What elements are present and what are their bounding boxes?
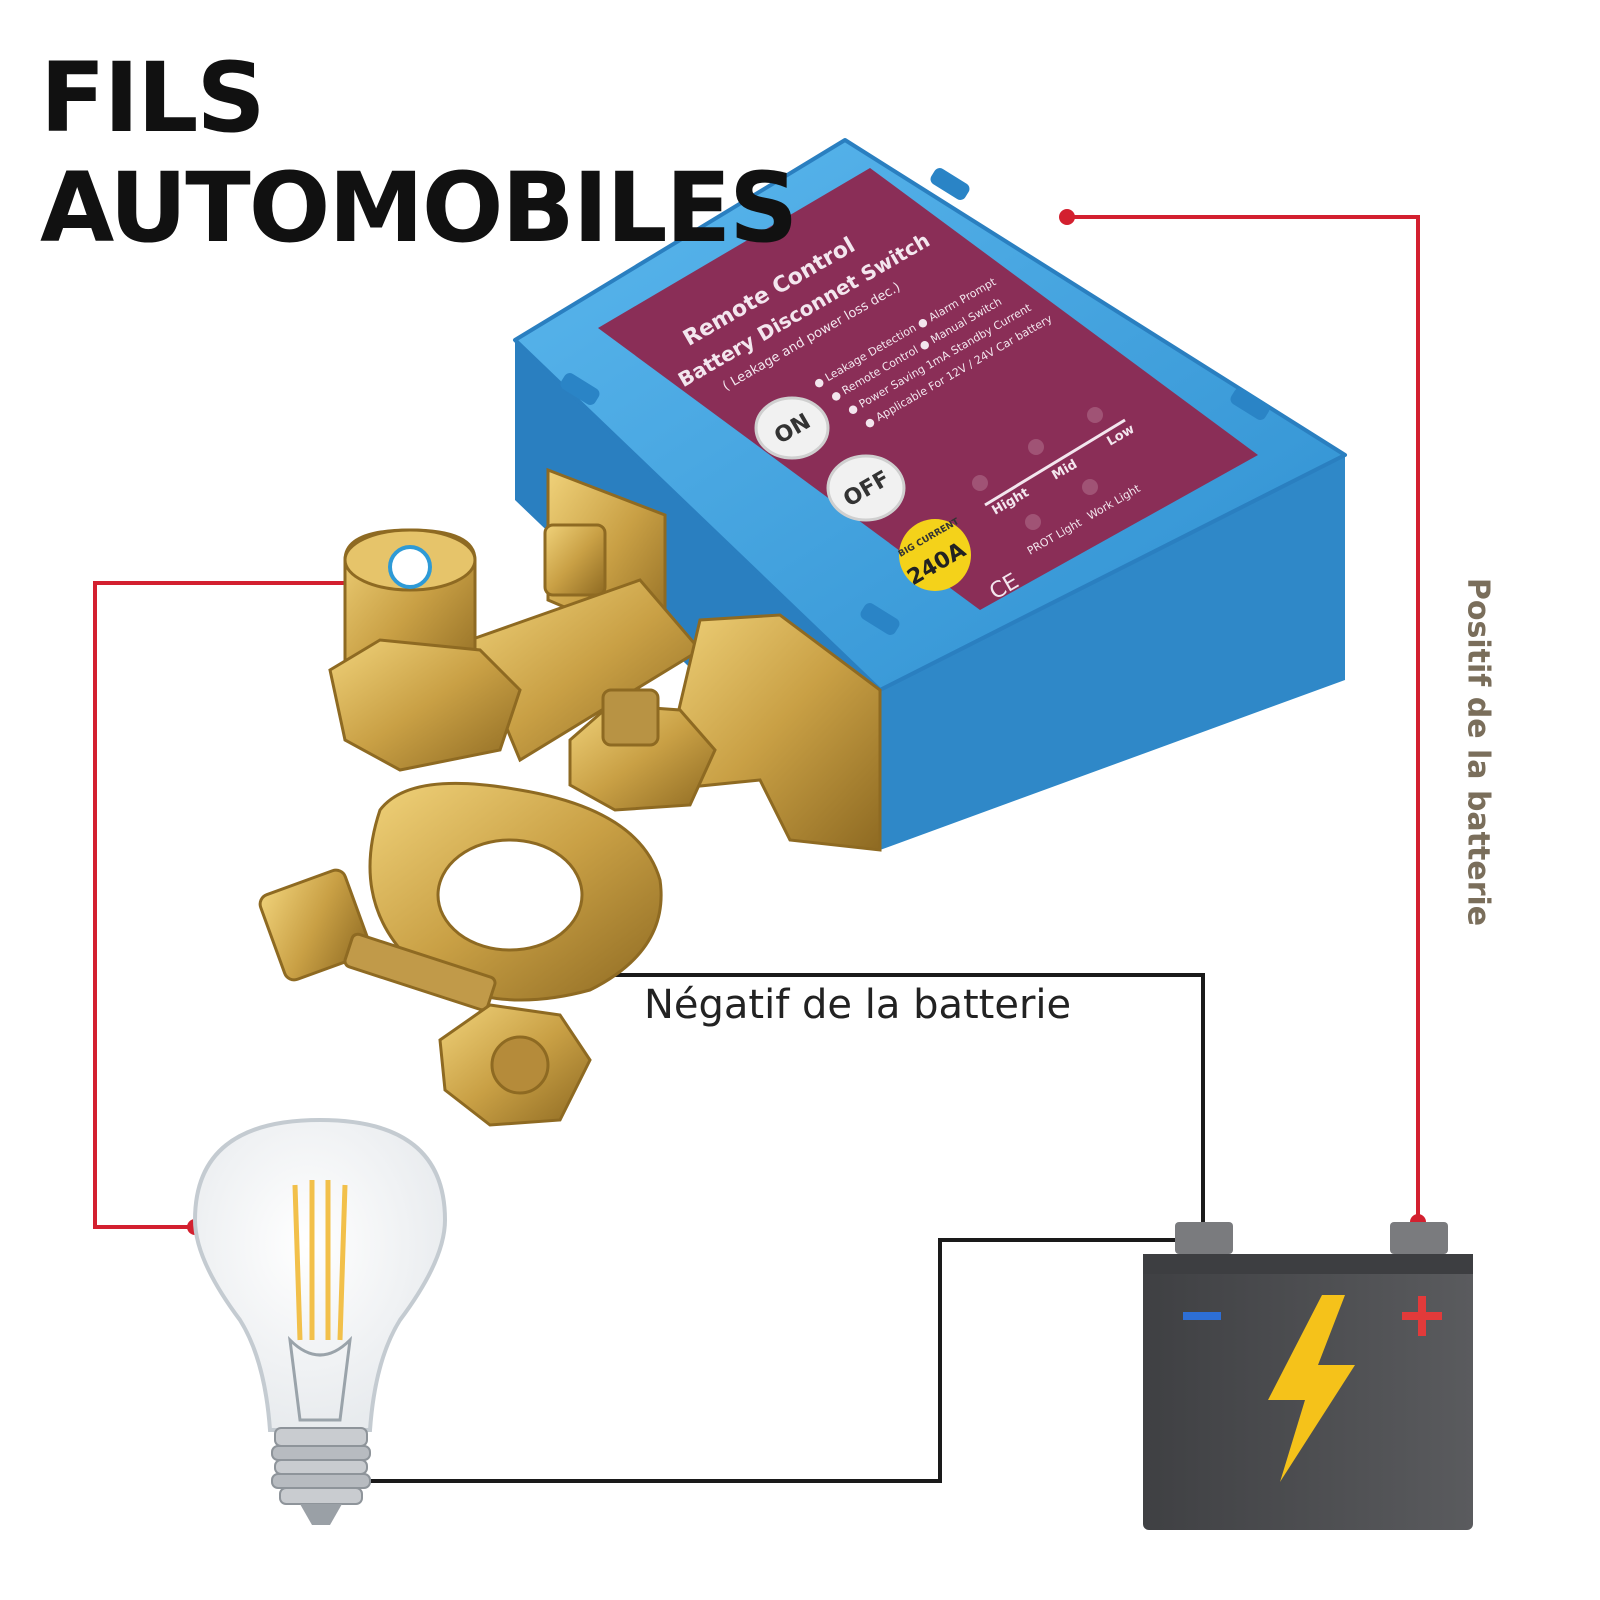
light-bulb <box>192 1117 448 1525</box>
battery-negative-terminal <box>1175 1222 1233 1254</box>
battery-minus-icon <box>1183 1312 1221 1320</box>
battery-terminal-clamp <box>258 467 882 1127</box>
power-icon <box>388 545 432 589</box>
device-label-panel <box>598 168 1258 610</box>
black-wire-negative <box>397 973 1205 1226</box>
red-wire-bulb <box>93 581 420 1229</box>
current-badge: BIG CURRENT 240A <box>897 516 971 591</box>
positive-battery-label: Positif de la batterie <box>1460 577 1496 927</box>
lightning-bolt-icon <box>1268 1295 1355 1482</box>
negative-battery-label: Négatif de la batterie <box>644 982 1072 1028</box>
bulb-glass <box>192 1117 448 1432</box>
battery-positive-terminal <box>1390 1222 1448 1254</box>
black-wire-bulb-return <box>320 1238 1190 1483</box>
bulb-base <box>271 1427 371 1525</box>
title-line-1: FILS <box>40 42 266 154</box>
red-wire-positive <box>1067 215 1420 1222</box>
device-front-face <box>880 455 1345 850</box>
wire-dot <box>1059 209 1075 225</box>
off-button[interactable]: OFF <box>826 454 906 522</box>
title-line-2: AUTOMOBILES <box>40 152 798 264</box>
car-battery <box>1143 1222 1473 1530</box>
on-button[interactable]: ON <box>754 396 830 460</box>
